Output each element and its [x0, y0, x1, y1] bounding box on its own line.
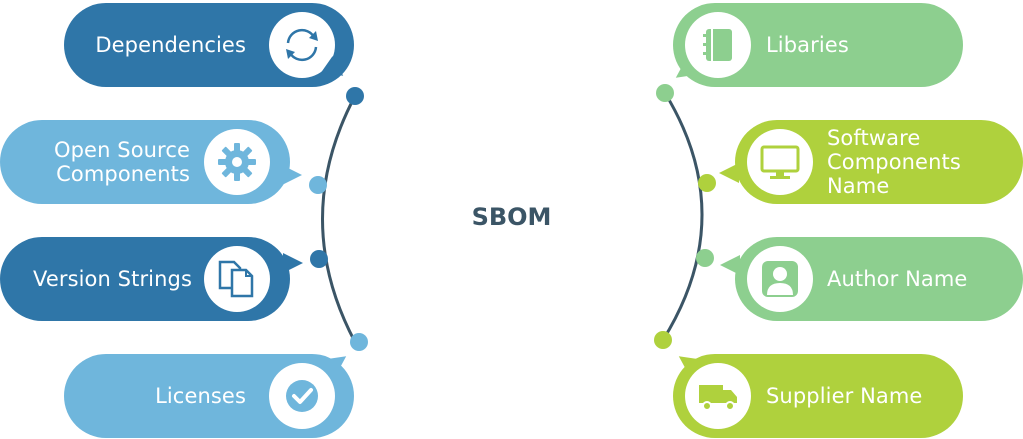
right-tail-3	[720, 255, 740, 275]
left-item-licenses: Licenses	[64, 354, 354, 438]
item-label: Open Source Components	[54, 138, 190, 186]
left-arc	[321, 95, 357, 343]
left-item-dependencies: Dependencies	[64, 3, 354, 87]
right-item-author-name: Author Name	[735, 237, 1023, 321]
right-dot-4	[654, 331, 672, 349]
item-label: Software Components Name	[827, 126, 961, 198]
left-tail-3	[283, 253, 303, 273]
left-item-version-strings: Version Strings	[0, 237, 290, 321]
sync-arrows-icon	[269, 12, 335, 78]
left-dot-3	[310, 250, 328, 268]
left-dot-4	[350, 333, 368, 351]
right-arc	[661, 92, 704, 341]
right-item-libraries: Libaries	[673, 3, 963, 87]
right-dot-2	[698, 174, 716, 192]
item-label: Author Name	[827, 267, 968, 291]
item-label: Supplier Name	[766, 384, 923, 408]
user-icon	[747, 246, 813, 312]
item-label: Libaries	[766, 33, 849, 57]
right-item-supplier-name: Supplier Name	[673, 354, 963, 438]
notebook-icon	[685, 12, 751, 78]
left-tail-2	[282, 165, 302, 185]
monitor-icon	[747, 129, 813, 195]
checkmark-icon	[269, 363, 335, 429]
documents-icon	[204, 246, 270, 312]
left-item-open-source-components: Open Source Components	[0, 120, 290, 204]
right-dot-1	[656, 84, 674, 102]
right-dot-3	[696, 249, 714, 267]
sbom-title: SBOM	[471, 203, 552, 231]
item-label: Version Strings	[32, 267, 192, 291]
truck-icon	[685, 363, 751, 429]
left-dot-2	[309, 176, 327, 194]
gear-icon	[204, 129, 270, 195]
right-item-software-components-name: Software Components Name	[735, 120, 1023, 204]
item-label: Licenses	[155, 384, 246, 408]
item-label: Dependencies	[95, 33, 246, 57]
right-tail-2	[719, 163, 739, 183]
left-dot-1	[346, 87, 364, 105]
